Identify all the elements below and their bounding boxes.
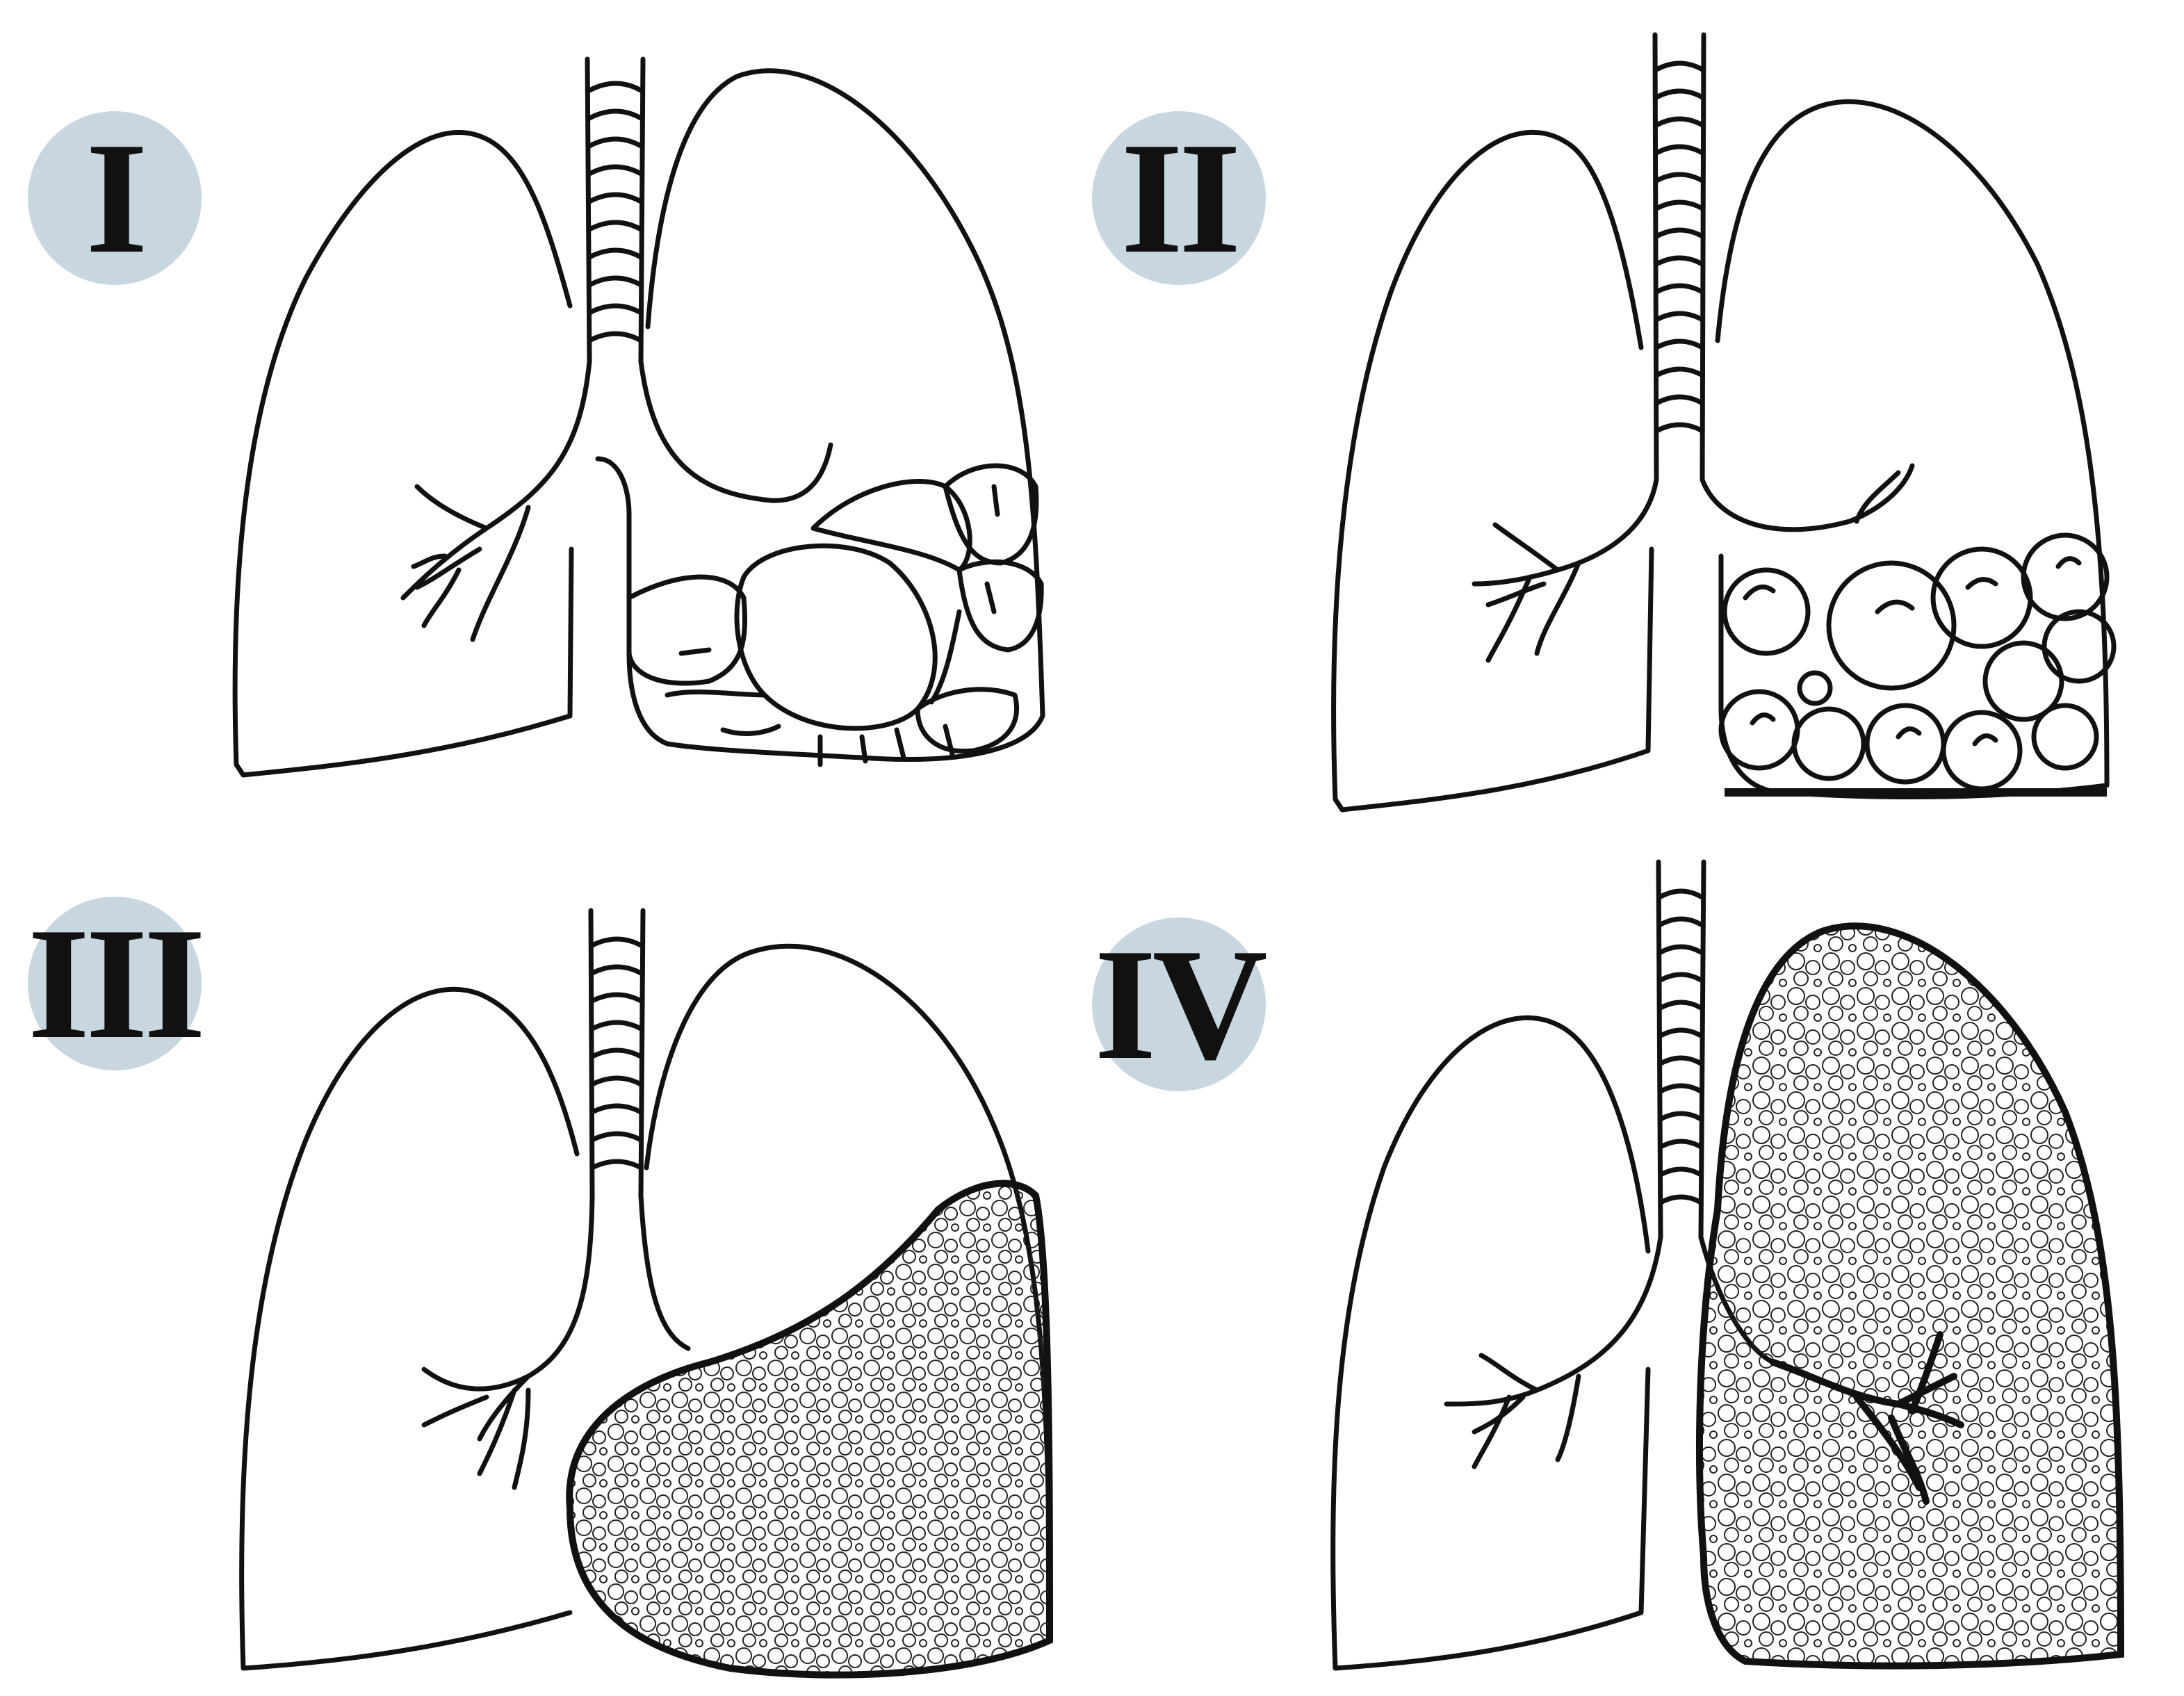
cyst bbox=[1982, 640, 2064, 722]
cyst bbox=[2031, 703, 2099, 771]
bronchial-tree bbox=[1444, 1234, 1776, 1469]
lungs-illustration bbox=[1331, 32, 2117, 813]
right-lung-outline bbox=[1330, 1015, 1651, 1671]
panel-ii: II bbox=[1092, 0, 2184, 848]
bronchial-tree bbox=[1770, 1331, 1964, 1505]
panel-label: III bbox=[27, 895, 206, 1072]
left-lung-outline bbox=[626, 68, 1045, 762]
left-lung-outline bbox=[1715, 99, 2110, 800]
panel-label: I bbox=[85, 109, 147, 286]
cyst bbox=[1718, 689, 1800, 771]
trachea-rings bbox=[587, 81, 644, 343]
microcyst-region bbox=[566, 1180, 1054, 1679]
panel-label-badge: II bbox=[1092, 111, 1266, 285]
trachea-rings bbox=[1658, 888, 1704, 1205]
bronchial-tree bbox=[421, 1193, 691, 1490]
lungs-illustration bbox=[239, 908, 1054, 1679]
cyst bbox=[943, 463, 1039, 566]
cyst bbox=[1864, 703, 1946, 785]
panel-iv: IV bbox=[1092, 848, 2184, 1696]
bronchial-tree bbox=[1472, 463, 1915, 663]
cyst bbox=[626, 574, 747, 686]
cyst bbox=[1791, 706, 1866, 781]
panel-iii: III bbox=[0, 848, 1092, 1696]
right-lung-outline bbox=[239, 986, 580, 1671]
cyst bbox=[1826, 560, 1957, 691]
trachea-rings bbox=[589, 936, 644, 1171]
microcyst-region bbox=[1696, 922, 2125, 1670]
cyst bbox=[1797, 670, 1833, 706]
cyst bbox=[817, 724, 955, 767]
lungs-illustration bbox=[232, 56, 1045, 778]
trachea bbox=[588, 908, 646, 1198]
bronchial-tree bbox=[400, 359, 833, 642]
cyst bbox=[1941, 710, 2023, 792]
panel-label: IV bbox=[1094, 915, 1268, 1093]
cyst bbox=[1722, 567, 1811, 656]
cyst bbox=[915, 687, 1019, 754]
trachea-rings bbox=[1654, 60, 1705, 434]
panel-label: II bbox=[1120, 109, 1241, 286]
panel-i: I bbox=[0, 0, 1092, 848]
panel-label-badge: IV bbox=[1092, 915, 1268, 1093]
cyst bbox=[810, 479, 972, 573]
panel-label-badge: I bbox=[28, 111, 202, 285]
cyst bbox=[2021, 532, 2110, 621]
trachea bbox=[585, 56, 646, 364]
cyst bbox=[956, 559, 1044, 653]
lungs-illustration bbox=[1330, 859, 2125, 1671]
right-lung-outline bbox=[232, 130, 574, 778]
cyst bbox=[734, 543, 938, 731]
right-lung-outline bbox=[1331, 130, 1654, 813]
cyst bbox=[665, 690, 767, 698]
panel-label-badge: III bbox=[27, 895, 206, 1072]
